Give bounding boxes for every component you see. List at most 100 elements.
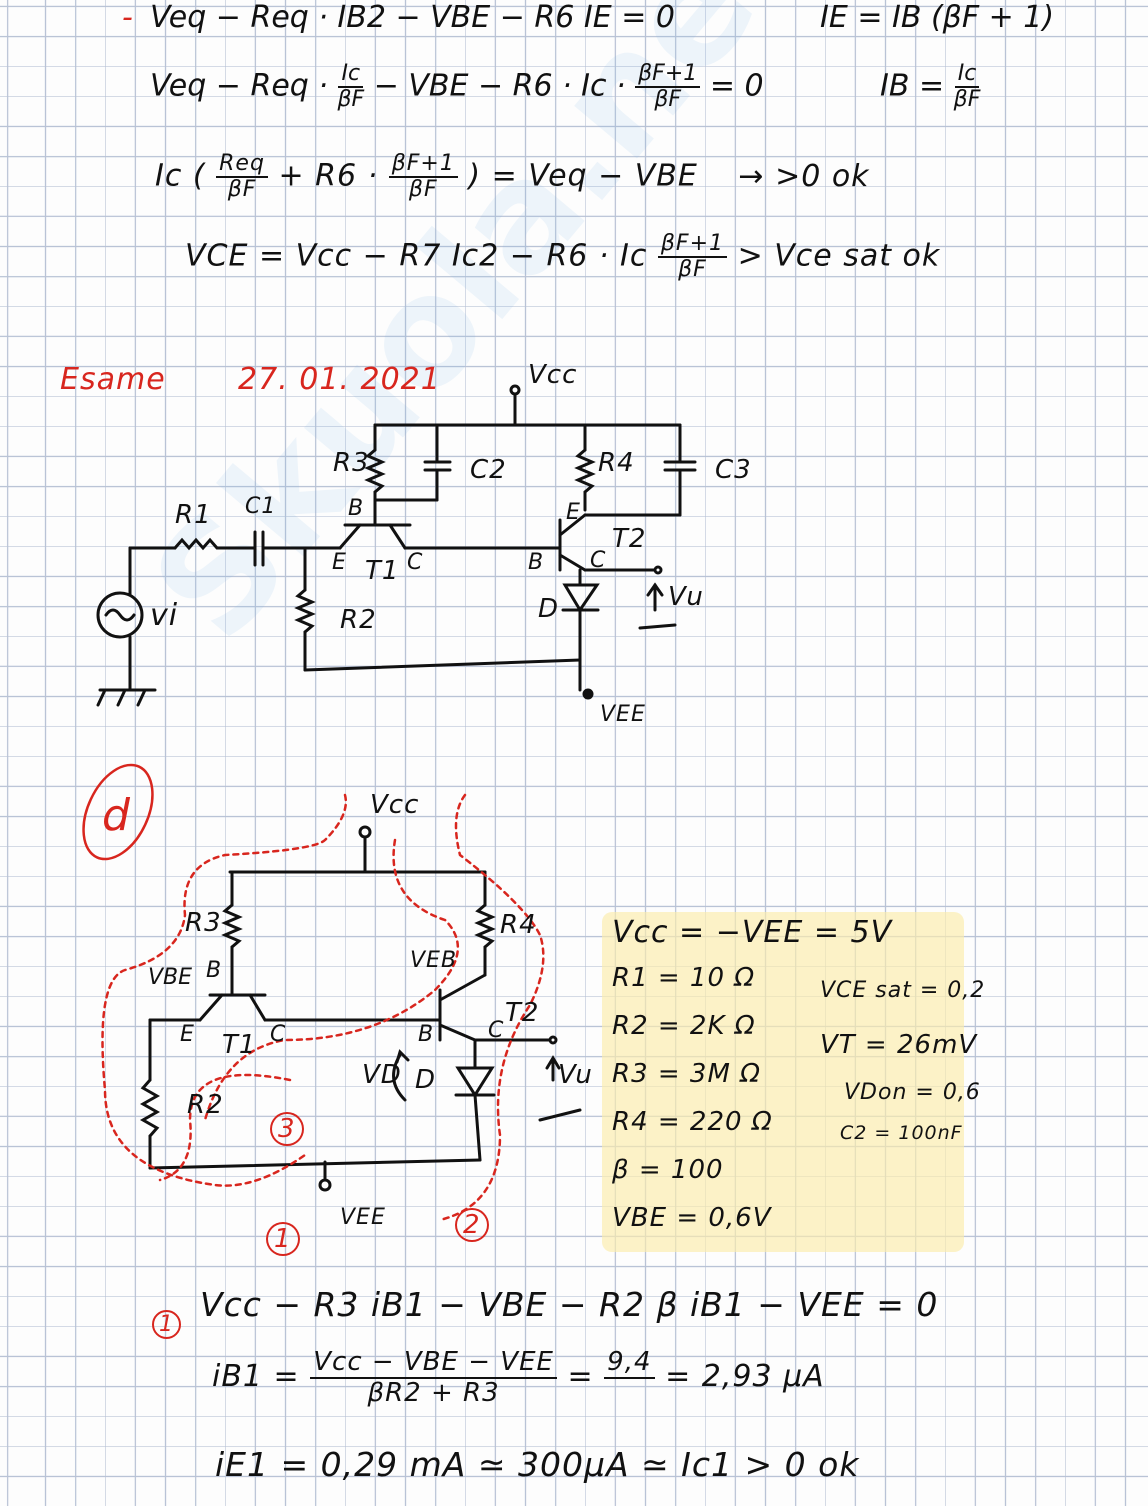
c1-b2: B <box>528 550 545 575</box>
eq2-part: Veq − Req · <box>150 68 328 104</box>
param: C2 = 100nF <box>840 1122 963 1144</box>
exam-title: Esame <box>60 362 166 397</box>
eq4-part: > Vce sat ok <box>737 238 941 274</box>
c2-e1: E <box>180 1022 195 1047</box>
eq3-part: ) = Veq − VBE <box>468 158 698 194</box>
c1-r4: R4 <box>598 448 635 478</box>
solution-line-1: Vcc − R3 iB1 − VBE − R2 β iB1 − VEE = 0 <box>200 1285 939 1324</box>
c1-c-2: C <box>590 548 607 573</box>
param: VDon = 0,6 <box>844 1080 981 1105</box>
numerator: Ic <box>954 61 980 89</box>
c1-vu: Vu <box>668 582 704 612</box>
c2-c-1: C <box>270 1022 287 1047</box>
numerator: Vcc − VBE − VEE <box>310 1348 557 1379</box>
circuit2-schematic <box>139 825 582 1192</box>
eq2-part: − VBE − R6 · Ic · <box>373 68 626 104</box>
c2-vd: VD <box>362 1060 402 1090</box>
c1-e2: E <box>566 500 581 525</box>
c1-vi: vi <box>150 598 179 633</box>
param: R2 = 2K Ω <box>612 1011 756 1041</box>
c1-t1: T1 <box>365 556 400 586</box>
line2-part: iB1 = <box>212 1359 300 1395</box>
solution-line-3: iE1 = 0,29 mA ≃ 300μA ≃ Ic1 > 0 ok <box>215 1445 860 1484</box>
denominator: βF <box>227 177 257 203</box>
c1-r1: R1 <box>175 500 212 530</box>
numerator: Req <box>216 151 268 179</box>
numerator: βF+1 <box>635 61 701 89</box>
c1-vcc: Vcc <box>528 360 578 390</box>
loop-1-label: 1 <box>266 1222 300 1256</box>
parameters-sticky-note <box>602 912 964 1252</box>
param: R3 = 3M Ω <box>612 1059 762 1089</box>
c1-c-1: C <box>407 550 424 575</box>
loop-2-label: 2 <box>455 1208 489 1242</box>
c2-vcc: Vcc <box>370 790 420 820</box>
loop-3-label: 3 <box>270 1112 304 1146</box>
c2-vbe1: VBE <box>148 965 193 990</box>
c1-e1: E <box>332 550 347 575</box>
c1-c1: C1 <box>245 494 277 519</box>
c1-vee: VEE <box>600 702 646 727</box>
eq3-part: + R6 · <box>278 158 379 194</box>
bullet-dash: - <box>122 0 134 35</box>
c2-t2: T2 <box>505 998 540 1028</box>
numerator: Ic <box>338 61 364 89</box>
param: VCE sat = 0,2 <box>820 978 986 1003</box>
param: Vcc = −VEE = 5V <box>612 915 893 950</box>
denominator: βF <box>337 87 365 113</box>
c2-d: D <box>415 1065 437 1095</box>
param: VBE = 0,6V <box>612 1203 772 1233</box>
eq2-part: = 0 <box>709 68 764 104</box>
numerator: βF+1 <box>657 231 728 259</box>
c1-t2: T2 <box>612 524 647 554</box>
solution-loop-mark: 1 <box>152 1310 181 1339</box>
params-right: VCE sat = 0,2 VT = 26mV VDon = 0,6 C2 = … <box>820 978 985 1162</box>
c1-d: D <box>538 594 560 624</box>
eq3-result: → >0 ok <box>738 158 870 194</box>
param: R4 = 220 Ω <box>612 1107 773 1137</box>
c2-vu: Vu <box>558 1060 592 1090</box>
c2-b2: B <box>418 1022 435 1047</box>
denominator: βF <box>408 177 438 203</box>
c1-c2: C2 <box>470 455 507 485</box>
c2-r3: R3 <box>185 908 222 938</box>
denominator: βF <box>654 87 682 113</box>
numerator: βF+1 <box>388 151 458 179</box>
eq4-part: VCE = Vcc − R7 Ic2 − R6 · Ic <box>185 238 648 274</box>
param: β = 100 <box>612 1155 724 1185</box>
c2-b1: B <box>206 958 223 983</box>
eq3-part: Ic ( <box>155 158 206 194</box>
denominator: βR2 + R3 <box>367 1377 500 1408</box>
circuit1-schematic <box>96 384 697 707</box>
c1-r3: R3 <box>333 448 370 478</box>
denominator: βF <box>678 257 707 283</box>
exam-date: 27. 01. 2021 <box>238 362 441 397</box>
param: VT = 26mV <box>820 1030 978 1060</box>
c2-veb2: VEB <box>410 948 458 973</box>
line2-part: = 2,93 μA <box>665 1359 825 1395</box>
line2-fraction-2: 9,4 <box>604 1348 655 1407</box>
c2-r2: R2 <box>187 1090 224 1120</box>
c1-c3: C3 <box>715 455 752 485</box>
params-left: Vcc = −VEE = 5V R1 = 10 Ω R2 = 2K Ω R3 =… <box>612 915 892 1251</box>
param: R1 = 10 Ω <box>612 963 756 993</box>
c2-vee: VEE <box>340 1205 386 1230</box>
eq2-side-part: IB = <box>880 68 945 104</box>
c2-r4: R4 <box>500 910 537 940</box>
c1-r2: R2 <box>340 605 377 635</box>
denominator: βF <box>953 87 981 113</box>
c2-t1: T1 <box>222 1030 257 1060</box>
